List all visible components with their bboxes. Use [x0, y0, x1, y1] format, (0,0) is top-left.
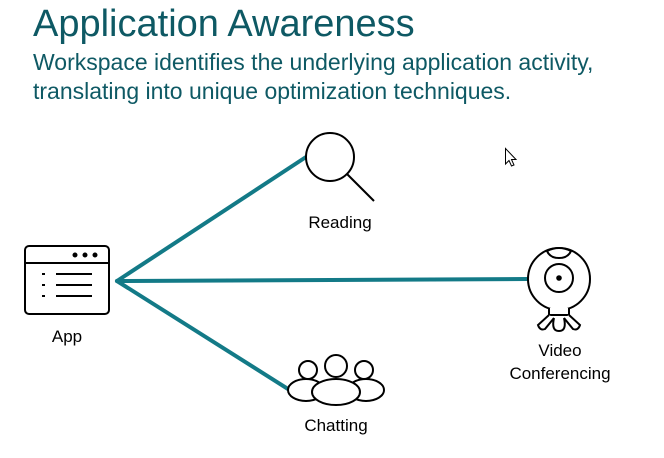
magnifier-icon: [305, 132, 375, 202]
edge-app-reading: [115, 155, 308, 283]
slide-subtitle: Workspace identifies the underlying appl…: [33, 49, 594, 104]
node-label-reading: Reading: [308, 213, 372, 232]
edge-app-chatting: [115, 279, 290, 391]
node-label-chatting: Chatting: [304, 416, 368, 435]
edge-app-video: [115, 277, 529, 283]
mouse-pointer-icon: [505, 147, 518, 167]
node-label-app: App: [51, 327, 83, 346]
node-label-video-line2: Conferencing: [509, 364, 611, 383]
slide-title: Application Awareness: [33, 3, 415, 45]
node-label-video-line1: Video: [538, 341, 582, 360]
webcam-icon: [527, 247, 591, 333]
connectors: [115, 155, 529, 391]
people-group-icon: [287, 354, 385, 406]
app-window-icon: [24, 245, 110, 315]
